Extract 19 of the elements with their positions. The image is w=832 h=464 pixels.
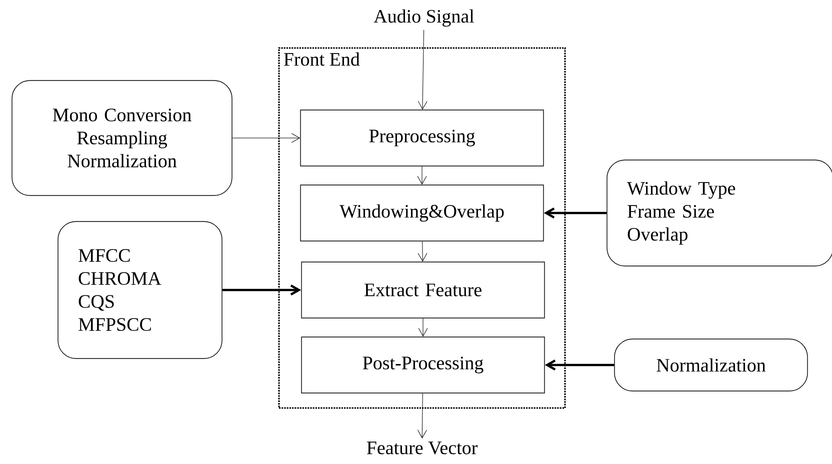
arrow bbox=[544, 360, 614, 370]
process-box: Extract Feature bbox=[301, 262, 545, 318]
process-box: Preprocessing bbox=[300, 110, 544, 166]
process-box: Windowing&Overlap bbox=[300, 184, 544, 242]
terminal-label: Audio Signal bbox=[374, 9, 474, 27]
parameter-box: MFCC CHROMA CQS MFPSCC bbox=[58, 221, 222, 359]
arrow bbox=[544, 208, 607, 218]
arrow bbox=[222, 284, 302, 296]
arrow bbox=[417, 393, 427, 438]
process-box: Post-Processing bbox=[301, 336, 545, 394]
arrow bbox=[417, 166, 427, 184]
arrow bbox=[232, 133, 300, 143]
parameter-box: Window Type Frame Size Overlap bbox=[606, 160, 832, 266]
parameter-box: Mono Conversion Resampling Normalization bbox=[12, 80, 232, 196]
arrow bbox=[418, 318, 428, 336]
parameter-box: Normalization bbox=[614, 338, 808, 392]
arrow bbox=[418, 241, 428, 262]
arrow bbox=[418, 30, 428, 110]
terminal-label: Feature Vector bbox=[366, 442, 478, 454]
